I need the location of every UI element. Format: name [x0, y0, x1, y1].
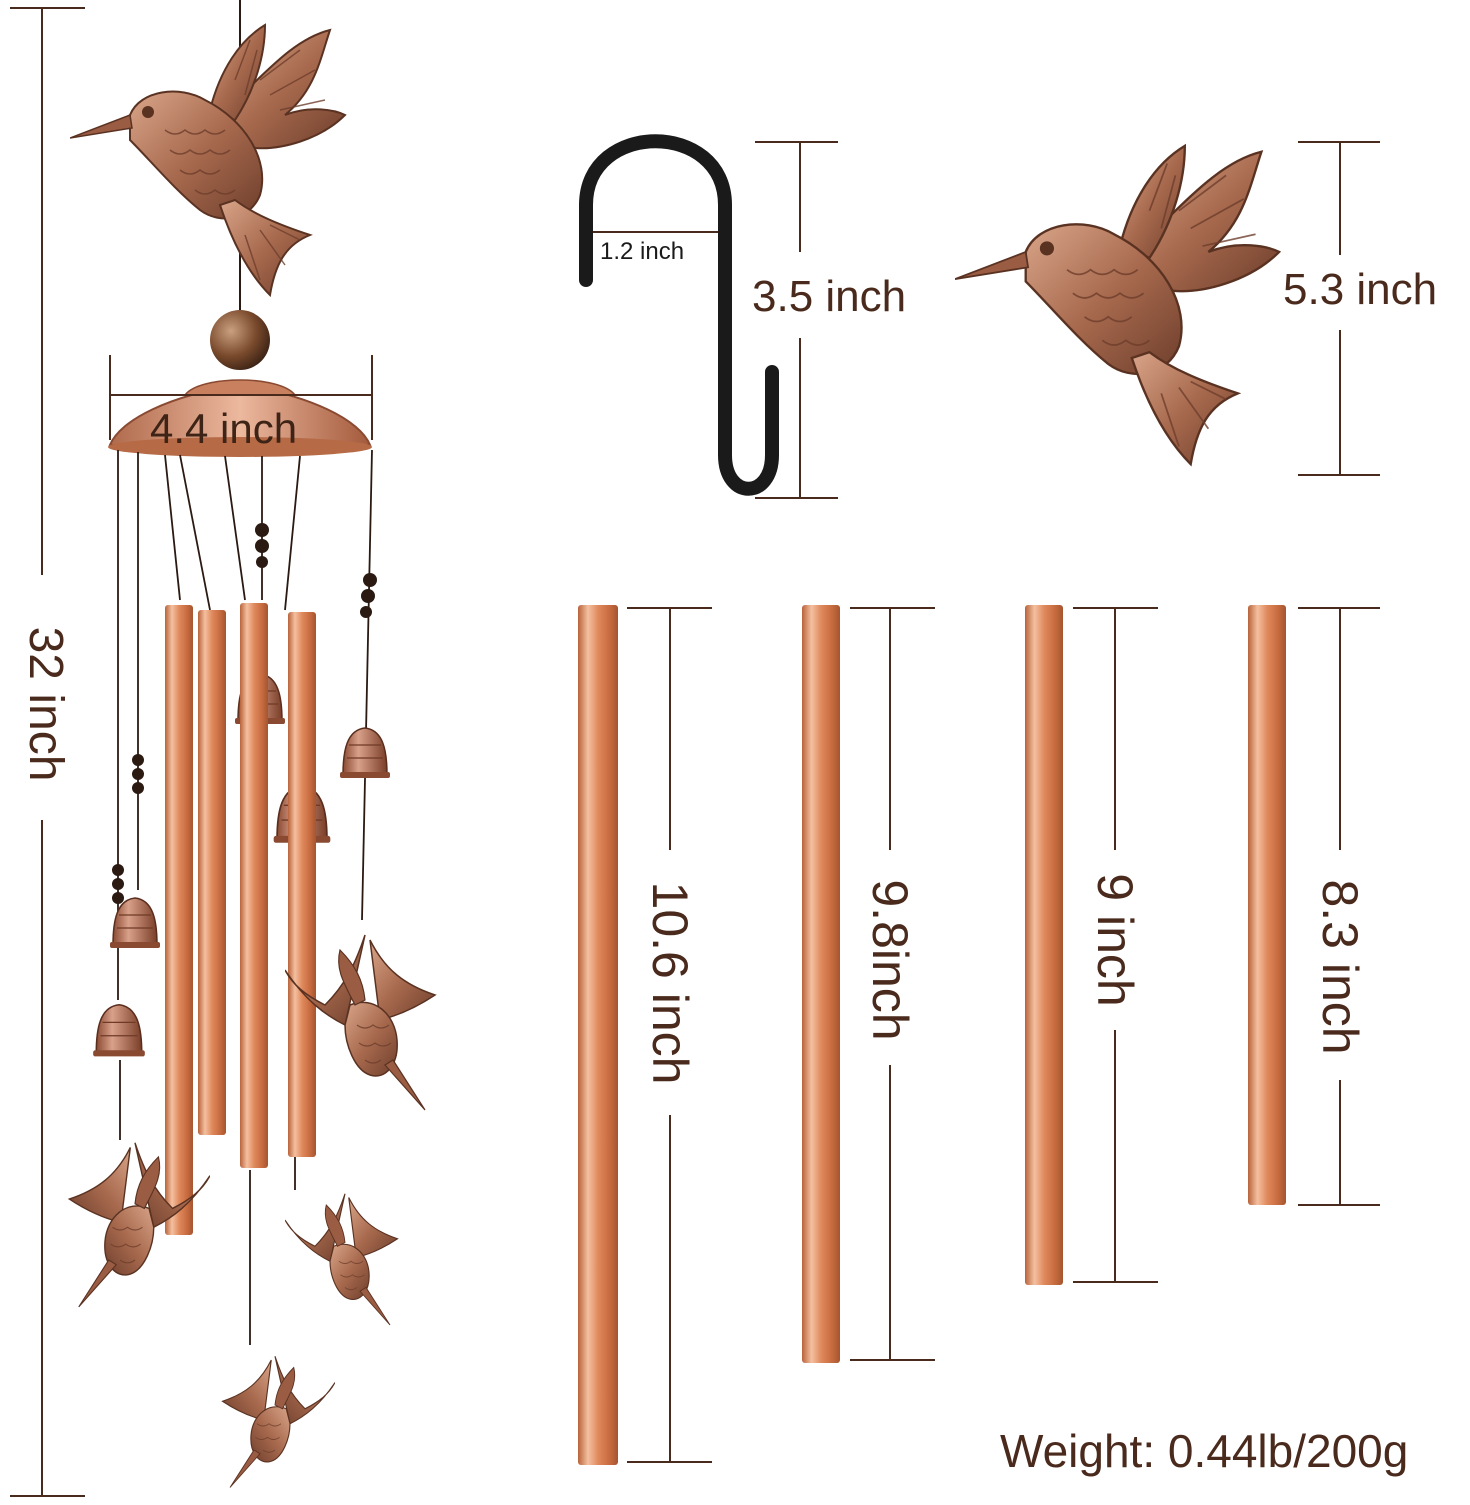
hummingbird-icon: [285, 1193, 399, 1326]
hook-height-label: 3.5 inch: [752, 272, 907, 321]
tube-1-label: 10.6 inch: [642, 881, 698, 1085]
tube-3-label: 9 inch: [1087, 873, 1143, 1007]
bird-illustration: [955, 141, 1380, 476]
tube-1: [578, 605, 712, 1465]
total-length-label: 32 inch: [19, 626, 72, 782]
bird-height-label: 5.3 inch: [1283, 265, 1438, 314]
tube-3: [1025, 605, 1158, 1285]
tube-4-label: 8.3 inch: [1312, 879, 1368, 1055]
bell-icon: [339, 727, 391, 779]
hook-illustration: [579, 134, 838, 499]
hook-width-label: 1.2 inch: [600, 238, 685, 265]
total-length-dimension: [10, 7, 85, 1497]
wind-chime: [68, 0, 436, 1489]
top-width-label: 4.4 inch: [150, 405, 298, 452]
hummingbird-icon: [221, 1355, 335, 1489]
hummingbird-icon: [955, 144, 1281, 466]
bead-icon: [210, 310, 270, 370]
weight-label: Weight: 0.44lb/200g: [1000, 1425, 1409, 1477]
bell-icon: [92, 1003, 146, 1058]
hook-icon: [579, 134, 779, 496]
tube-2: [802, 605, 935, 1363]
tube-4: [1248, 605, 1380, 1206]
tube-2-label: 9.8inch: [862, 879, 918, 1041]
hummingbird-icon: [70, 24, 346, 296]
